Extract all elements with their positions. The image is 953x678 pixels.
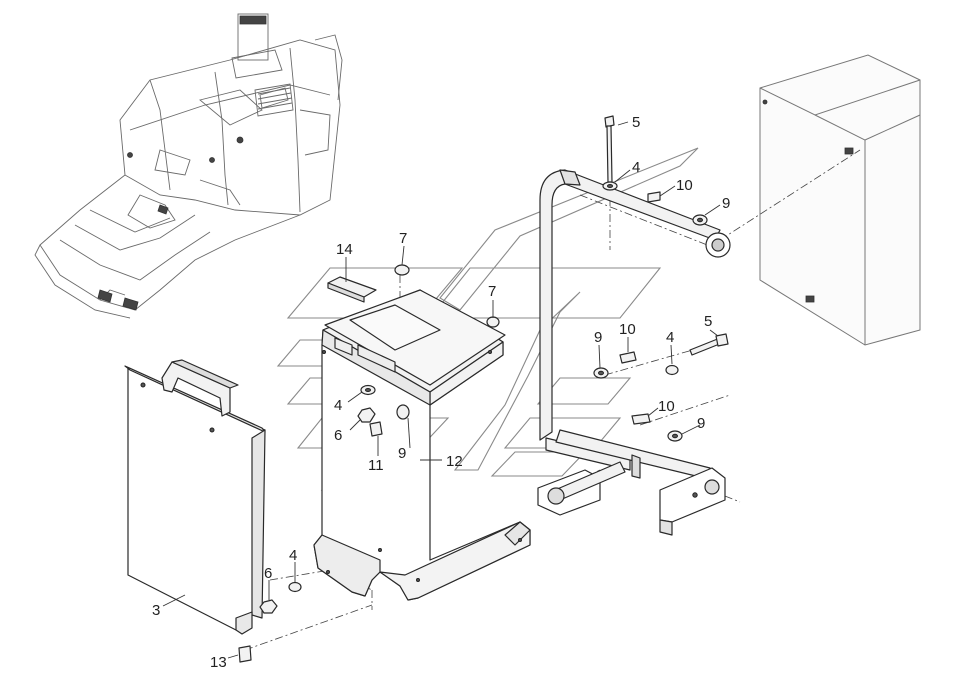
callout-label: 9 bbox=[398, 445, 406, 462]
bracket-assembly-12 bbox=[313, 289, 531, 601]
cabinet-box-outline bbox=[759, 54, 921, 346]
callout-label: 9 bbox=[722, 195, 730, 212]
plate-14 bbox=[327, 276, 377, 303]
callout-label: 4 bbox=[632, 159, 640, 176]
callout-label: 10 bbox=[676, 177, 693, 194]
callout-label: 14 bbox=[336, 241, 353, 258]
callout-label: 4 bbox=[289, 547, 297, 564]
callout-label: 4 bbox=[666, 329, 674, 346]
callout-label: 6 bbox=[264, 565, 272, 582]
machine-overview-illustration bbox=[34, 13, 343, 319]
callout-label: 4 bbox=[334, 397, 342, 414]
callout-label: 5 bbox=[704, 313, 712, 330]
callout-labels: 5 4 10 9 14 7 7 9 10 4 5 4 6 11 9 12 10 … bbox=[152, 114, 730, 671]
front-cover-plate-3 bbox=[124, 365, 266, 635]
callout-label: 9 bbox=[697, 415, 705, 432]
callout-label: 11 bbox=[368, 457, 384, 474]
callout-label: 7 bbox=[488, 283, 496, 300]
callout-label: 10 bbox=[619, 321, 636, 338]
callout-label: 13 bbox=[210, 654, 227, 671]
tubular-frame bbox=[537, 169, 731, 536]
callout-label: 5 bbox=[632, 114, 640, 131]
fasteners bbox=[238, 115, 729, 663]
cover-handle bbox=[161, 359, 239, 417]
callout-label: 3 bbox=[152, 602, 160, 619]
callout-label: 6 bbox=[334, 427, 342, 444]
callout-label: 10 bbox=[658, 398, 675, 415]
callout-label: 7 bbox=[399, 230, 407, 247]
callout-label: 9 bbox=[594, 329, 602, 346]
callout-leaders bbox=[162, 121, 721, 659]
callout-label: 12 bbox=[446, 453, 463, 470]
